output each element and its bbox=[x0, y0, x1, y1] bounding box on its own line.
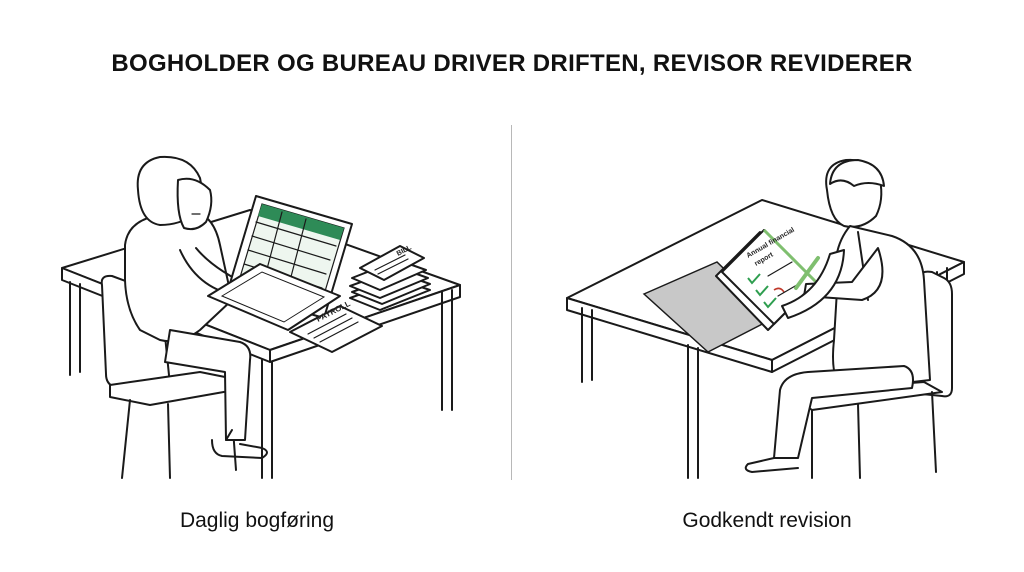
left-caption: Daglig bogføring bbox=[179, 509, 335, 532]
center-divider bbox=[511, 125, 512, 480]
pen-icon bbox=[794, 256, 820, 290]
accountant-woman-illustration: BILL PAYROLL bbox=[61, 155, 461, 479]
paper-stack-icon: BILL bbox=[349, 244, 431, 311]
page-title: BOGHOLDER OG BUREAU DRIVER DRIFTEN, REVI… bbox=[111, 50, 913, 77]
auditor-man-illustration: Annual financial report bbox=[566, 158, 965, 479]
laptop-icon bbox=[207, 195, 353, 331]
right-caption: Godkendt revision bbox=[682, 509, 852, 532]
